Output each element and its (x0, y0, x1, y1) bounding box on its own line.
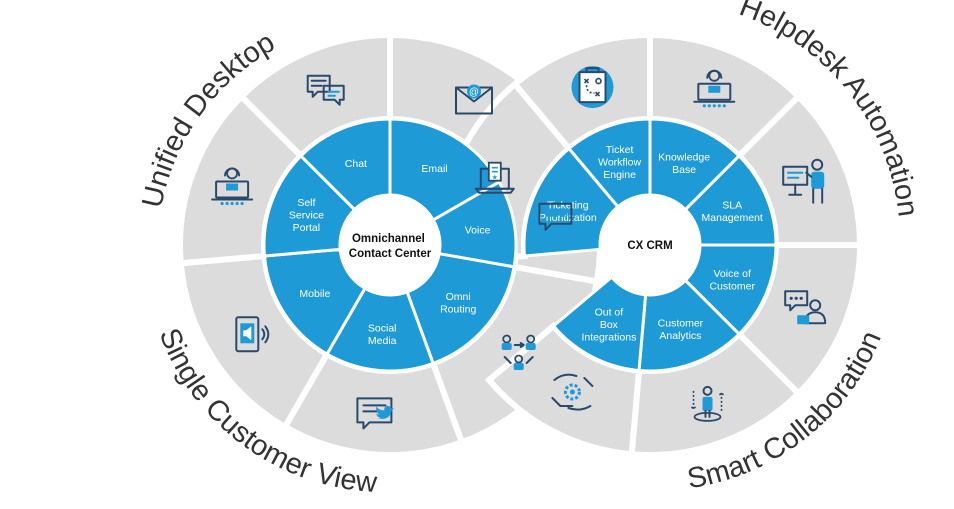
social-twitter-icon (356, 397, 395, 430)
right-label-out-of-box-integrations-line-1: Out of (595, 306, 624, 318)
voice-chat-bubble-icon (538, 202, 573, 231)
customer-analytics-icon (690, 385, 725, 422)
right-label-voice-of-customer-line-1: Voice of (714, 268, 751, 280)
left-hub-title-line-2: Contact Center (349, 248, 432, 260)
ticket-laptop-icon: ★ (474, 161, 515, 194)
left-label-self-service-portal-line-1: Self (297, 197, 315, 209)
inner-ring-layer (262, 117, 778, 373)
left-inner-segment-chat (298, 117, 392, 212)
routing-network-icon (501, 334, 536, 370)
mobile-tablet-icon (235, 316, 270, 353)
left-label-email: Email (421, 163, 447, 175)
workflow-board-icon (571, 66, 614, 109)
left-label-social-media-line-1: Social (368, 322, 397, 334)
segment-icons: @★ (211, 66, 827, 430)
chat-bubbles-icon (306, 74, 345, 106)
right-label-ticket-workflow-engine-line-1: Ticket (606, 144, 634, 156)
right-label-sla-management-line-1: SLA (722, 200, 742, 212)
right-label-customer-analytics-line-2: Analytics (659, 330, 701, 342)
right-label-ticket-workflow-engine-line-3: Engine (603, 169, 636, 181)
left-label-omni-routing-line-2: Routing (440, 304, 476, 316)
left-label-email-line-1: Email (421, 163, 447, 175)
right-hub-circle (600, 195, 700, 295)
right-label-out-of-box-integrations-line-2: Box (600, 319, 619, 331)
hub-layer: Omnichannel Contact Center CX CRM (340, 195, 700, 295)
left-label-self-service-portal-line-2: Service (289, 210, 324, 222)
left-label-self-service-portal-line-3: Portal (293, 222, 320, 234)
left-label-omni-routing-line-1: Omni (446, 291, 471, 303)
left-label-voice-line-1: Voice (465, 225, 491, 237)
integration-hands-gear-icon (551, 373, 594, 411)
right-label-ticket-workflow-engine-line-2: Workflow (598, 156, 641, 168)
right-label-knowledge-base-line-1: Knowledge (658, 152, 710, 164)
right-label-sla-management-line-2: Management (702, 212, 763, 224)
right-label-voice-of-customer-line-2: Customer (709, 280, 755, 292)
left-label-social-media-line-2: Media (368, 335, 397, 347)
right-label-out-of-box-integrations-line-3: Integrations (581, 331, 636, 343)
self-service-agent-icon (211, 167, 254, 206)
left-hub-circle (340, 195, 440, 295)
right-hub-title: CX CRM (627, 240, 672, 252)
voice-of-customer-icon (784, 290, 827, 325)
left-hub-title-line-1: Omnichannel (352, 233, 425, 245)
left-label-voice: Voice (465, 225, 491, 237)
right-label-customer-analytics-line-1: Customer (658, 317, 704, 329)
left-label-chat-line-1: Chat (345, 158, 367, 170)
left-label-mobile: Mobile (299, 288, 330, 300)
left-hub-title: Omnichannel Contact Center (349, 233, 432, 260)
left-label-chat: Chat (345, 158, 367, 170)
svg-text:★: ★ (492, 174, 498, 182)
svg-text:@: @ (469, 87, 479, 98)
sla-presenter-icon (782, 158, 825, 204)
right-label-ticketing-prioritization-line-1: Ticketing (547, 200, 589, 212)
left-label-mobile-line-1: Mobile (299, 288, 330, 300)
right-label-knowledge-base-line-2: Base (672, 164, 696, 176)
email-envelope-icon: @ (455, 84, 493, 115)
knowledge-agent-icon (693, 69, 736, 108)
